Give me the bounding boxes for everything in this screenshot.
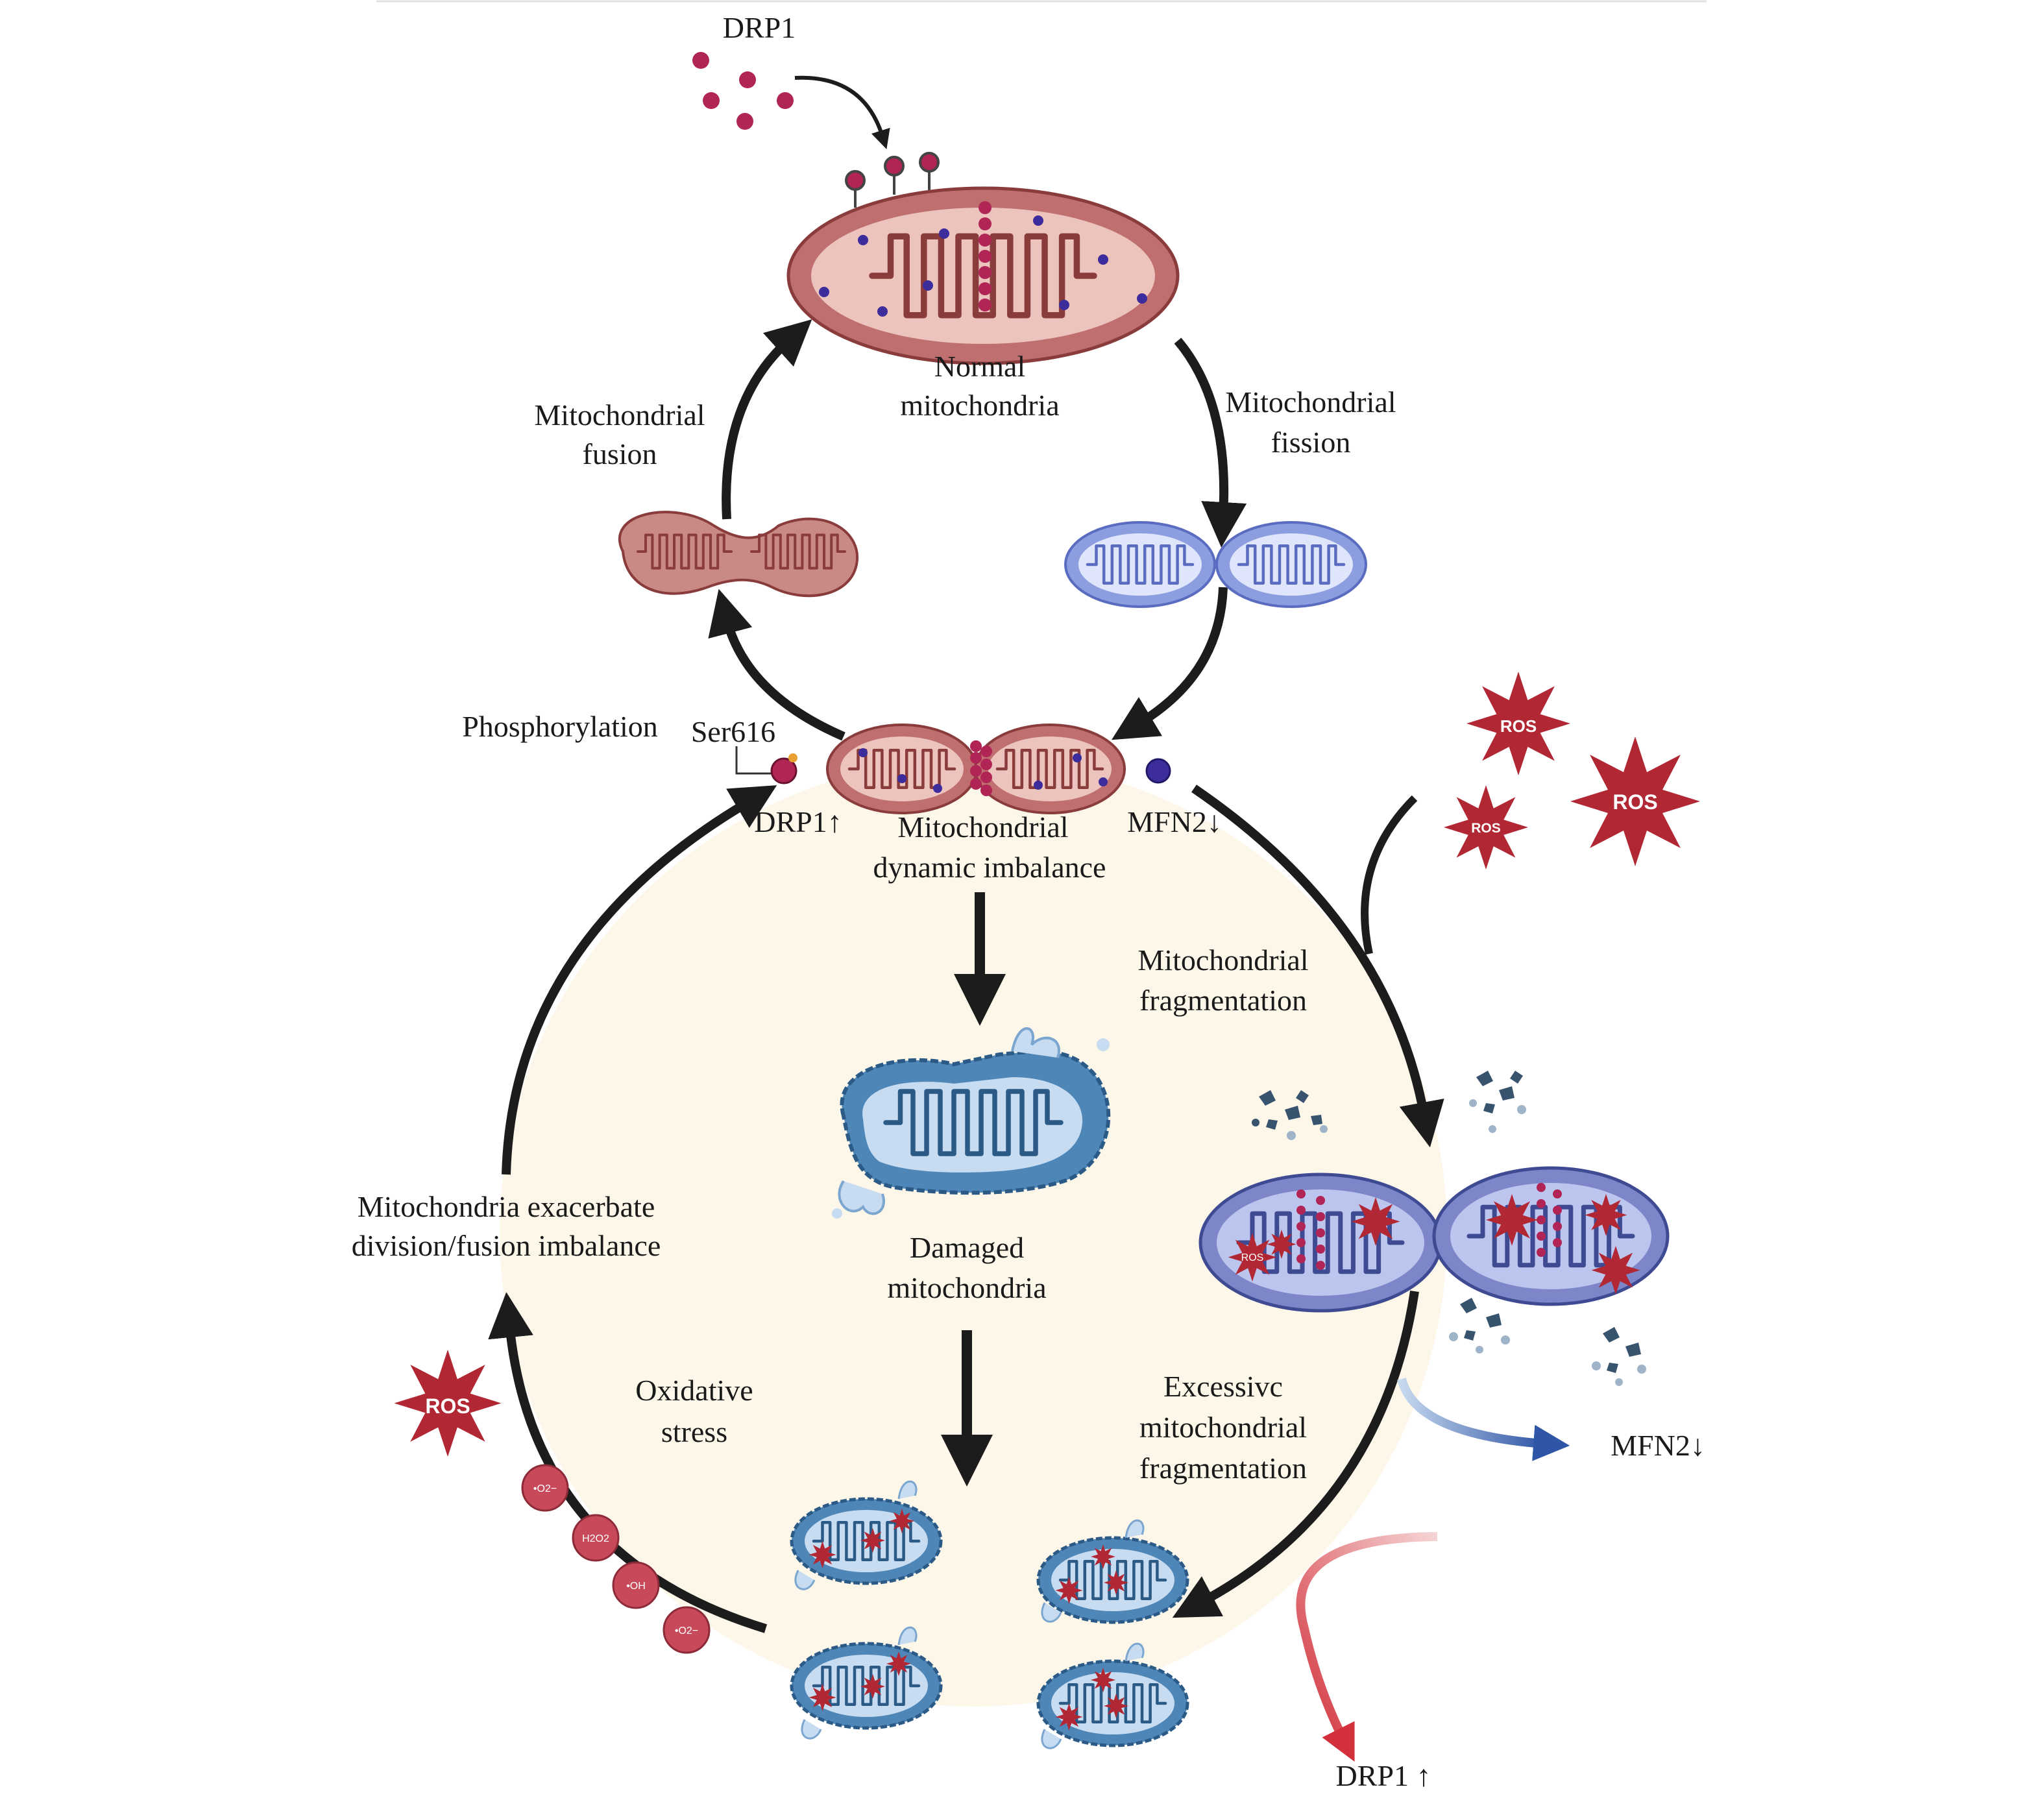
drp1-label-top: DRP1: [723, 11, 796, 44]
damaged-label-1: Damaged: [910, 1231, 1024, 1264]
phosphorylation-label: Phosphorylation: [462, 710, 658, 743]
drp1-free-dots: [692, 52, 794, 130]
normal-mitochondria-label-2: mitochondria: [900, 389, 1059, 422]
cycle-arrow-left-lower: [488, 1292, 768, 1633]
fusion-arrow-lower: [708, 589, 846, 741]
fission-arrow-upper: [1174, 337, 1247, 548]
phospho-drp1-dot: [770, 757, 797, 784]
imbalance-mitochondrion: [826, 724, 1126, 814]
ser616-label: Ser616: [691, 715, 775, 748]
mfn2-out-label: MFN2↓: [1611, 1429, 1705, 1462]
ros-star-4: ROS: [394, 1350, 502, 1457]
ros-species-2: H2O2: [572, 1514, 620, 1562]
svg-text:ROS: ROS: [1241, 1252, 1264, 1263]
damaged-label-2: mitochondria: [887, 1271, 1046, 1304]
ros-species-4: •O2−: [663, 1606, 711, 1654]
excessive-label-3: fragmentation: [1139, 1452, 1307, 1485]
mfn2-dot: [1145, 758, 1171, 784]
damaged-mito-small-1: [790, 1480, 943, 1590]
debris-cluster-4: [1592, 1327, 1646, 1386]
fission-label-2: fission: [1271, 426, 1351, 459]
fusion-label-2: fusion: [583, 437, 657, 470]
damaged-mito-small-2: [1036, 1519, 1189, 1624]
debris-cluster-1: [1252, 1090, 1328, 1140]
svg-text:•O2−: •O2−: [533, 1483, 557, 1494]
normal-mitochondrion: [786, 186, 1180, 365]
ros-entry-arrow: [1361, 795, 1418, 955]
mfn2-down-label: MFN2↓: [1127, 805, 1222, 838]
ros-star-2: ROS: [1570, 736, 1700, 866]
damaged-mito-small-3: [790, 1626, 943, 1740]
cycle-arrow-right-upper: [1191, 784, 1444, 1148]
drp1-bound-markers: [845, 152, 940, 208]
damaged-mito-small-4: [1036, 1642, 1189, 1749]
fusion-arrow-upper: [722, 319, 812, 520]
fragmentation-label-2: fragmentation: [1139, 984, 1307, 1017]
svg-text:•O2−: •O2−: [675, 1625, 698, 1636]
fusing-mitochondrion: [618, 511, 859, 598]
ros-species-3: •OH: [612, 1561, 660, 1609]
damaged-mitochondrion: [832, 1027, 1111, 1219]
ros-species-1: •O2−: [521, 1464, 569, 1512]
drp1-out-label: DRP1 ↑: [1336, 1759, 1431, 1792]
cycle-background: [500, 759, 1447, 1707]
drp1-out-arrow: [1296, 1532, 1438, 1762]
fusion-label-1: Mitochondrial: [534, 398, 705, 432]
debris-cluster-3: [1449, 1298, 1510, 1354]
fission-arrow-lower: [1111, 587, 1228, 740]
cycle-arrow-left-upper: [502, 785, 777, 1175]
drp1-recruit-arrow: [794, 75, 890, 150]
ser616-bracket: [735, 746, 775, 775]
fragmented-mitochondrion-left: ROS: [1198, 1173, 1442, 1313]
excessive-label-1: Excessivc: [1163, 1370, 1283, 1403]
svg-text:ROS: ROS: [1500, 716, 1537, 736]
svg-text:ROS: ROS: [1612, 790, 1657, 814]
oxidative-label-1: Oxidative: [635, 1374, 753, 1407]
oxidative-label-2: stress: [661, 1415, 727, 1448]
fission-label-1: Mitochondrial: [1225, 385, 1396, 419]
imbalance-label-2: dynamic imbalance: [873, 851, 1106, 884]
debris-cluster-2: [1469, 1071, 1526, 1133]
svg-text:ROS: ROS: [1471, 821, 1501, 836]
cycle-arrow-right-lower: [1172, 1290, 1419, 1618]
mfn2-out-arrow: [1397, 1378, 1570, 1461]
svg-text:•OH: •OH: [626, 1581, 646, 1592]
exacerbate-label-2: division/fusion imbalance: [352, 1229, 661, 1262]
excessive-label-2: mitochondrial: [1139, 1411, 1307, 1444]
normal-mitochondria-label-1: Normal: [934, 350, 1026, 383]
drp1-up-label: DRP1↑: [754, 805, 842, 838]
fission-mitochondria: [1064, 521, 1367, 608]
ros-star-1: ROS: [1466, 672, 1570, 775]
phosphate-mark: [788, 753, 797, 762]
exacerbate-label-1: Mitochondria exacerbate: [358, 1190, 655, 1223]
imbalance-label-1: Mitochondrial: [897, 810, 1068, 844]
svg-text:H2O2: H2O2: [582, 1533, 609, 1544]
svg-text:ROS: ROS: [425, 1394, 470, 1418]
fragmentation-label-1: Mitochondrial: [1138, 943, 1308, 977]
ros-star-3: ROS: [1444, 785, 1528, 870]
fragmented-mitochondrion-right: [1432, 1166, 1670, 1306]
